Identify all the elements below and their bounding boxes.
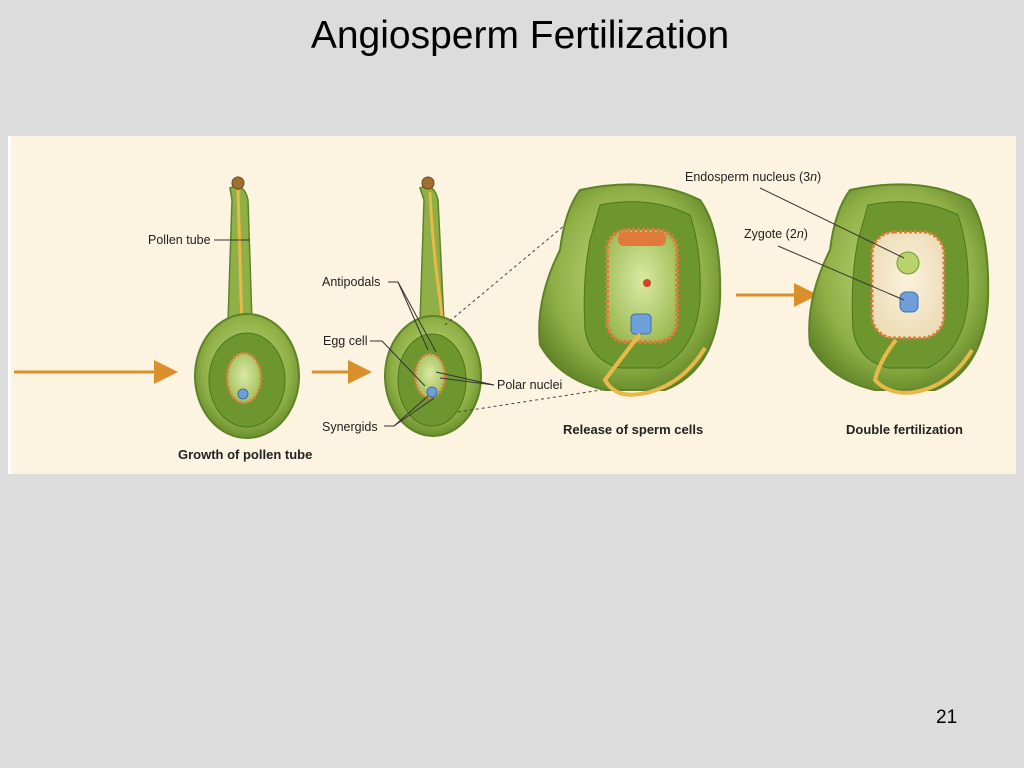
label-egg-cell: Egg cell (323, 334, 367, 348)
label-pollen-tube: Pollen tube (148, 233, 211, 247)
label-antipodals: Antipodals (322, 275, 380, 289)
ovule-labeled (384, 176, 482, 437)
caption-release: Release of sperm cells (563, 422, 703, 437)
caption-growth: Growth of pollen tube (178, 447, 312, 462)
label-zygote: Zygote (2n) (744, 227, 808, 241)
label-synergids: Synergids (322, 420, 378, 434)
caption-double: Double fertilization (846, 422, 963, 437)
label-polar-nuclei: Polar nuclei (497, 378, 562, 392)
page-number: 21 (936, 707, 958, 728)
ovule-growth (194, 176, 300, 439)
label-endosperm-nucleus: Endosperm nucleus (3n) (685, 170, 821, 184)
slide-title: Angiosperm Fertilization (310, 14, 730, 57)
ovule-double-fertilization (808, 183, 990, 395)
ovule-release (538, 183, 722, 397)
